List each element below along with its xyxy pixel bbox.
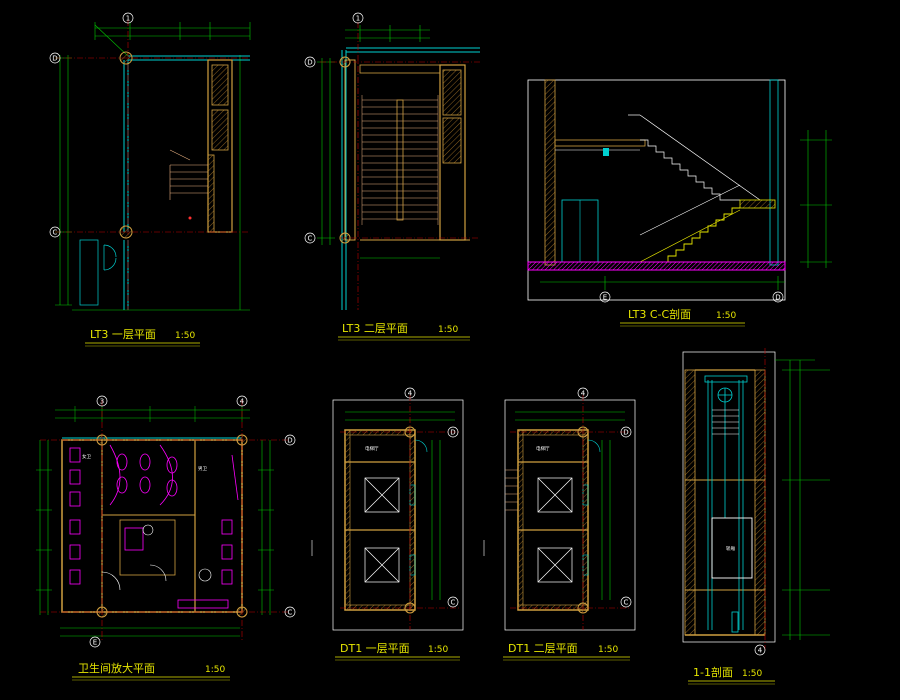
room-label: 男卫 [198,466,207,472]
drawing-title: 卫生间放大平面 [78,661,155,675]
drawing-scale: 1:50 [716,311,736,321]
axis-bubble: C [451,599,456,607]
drawing-scale: 1:50 [205,665,225,675]
drawing-scale: 1:50 [598,645,618,655]
axis-bubble: 1 [356,15,360,23]
room-label: 电梯厅 [536,445,550,452]
axis-bubble: 4 [581,390,586,398]
axis-bubble: E [93,639,97,647]
axis-bubble: D [450,429,455,437]
break-marks [311,540,485,556]
drawing-title: DT1 二层平面 [508,642,578,655]
axis-bubble: 3 [100,398,104,406]
drawing-scale: 1:50 [438,325,458,335]
drawing-scale: 1:50 [428,645,448,655]
axis-bubble: 1 [126,15,130,23]
axis-bubble: D [287,437,292,445]
axis-bubble: C [53,229,58,237]
axis-bubble: C [288,609,293,617]
axis-bubble: C [624,599,629,607]
drawing-lt3-first-floor-plan: 1 D C LT3 一层平面 1:50 [49,12,251,347]
drawing-title: 1-1剖面 [693,665,733,679]
drawing-lt3-second-floor-plan: 1 D C LT3 二层平面 1:50 [304,12,480,341]
drawing-title: DT1 一层平面 [340,642,410,655]
axis-bubble: 4 [758,647,763,655]
axis-bubble: E [603,294,607,302]
room-label: 电梯厅 [365,445,379,452]
drawing-scale: 1:50 [175,331,195,341]
drawing-title: LT3 二层平面 [342,322,408,335]
axis-bubble: 4 [240,398,245,406]
axis-bubble: 4 [408,390,413,398]
drawing-title: LT3 一层平面 [90,328,156,341]
drawing-dt1-second-floor-plan: 4 D C 电梯厅 DT1 二层平面 1:50 [503,387,636,661]
axis-bubble: C [308,235,313,243]
axis-bubble: D [623,429,628,437]
drawing-elevator-section-1-1: 轿厢 4 1-1剖面 1:50 [682,348,830,685]
drawing-title: LT3 C-C剖面 [628,307,691,321]
axis-bubble: D [775,294,780,302]
room-label: 女卫 [82,453,91,460]
drawing-scale: 1:50 [742,669,762,679]
axis-bubble: D [307,59,312,67]
drawing-lt3-section-cc: E D LT3 C-C剖面 1:50 [527,79,832,327]
drawing-dt1-first-floor-plan: 4 D C 电梯厅 DT1 一层平面 1:50 [332,387,464,661]
drawing-toilet-enlarged-plan: 3 4 D C E 女卫 男卫 卫生间放大平面 1:50 [36,395,296,681]
axis-bubble: D [52,55,57,63]
car-label: 轿厢 [726,545,735,552]
